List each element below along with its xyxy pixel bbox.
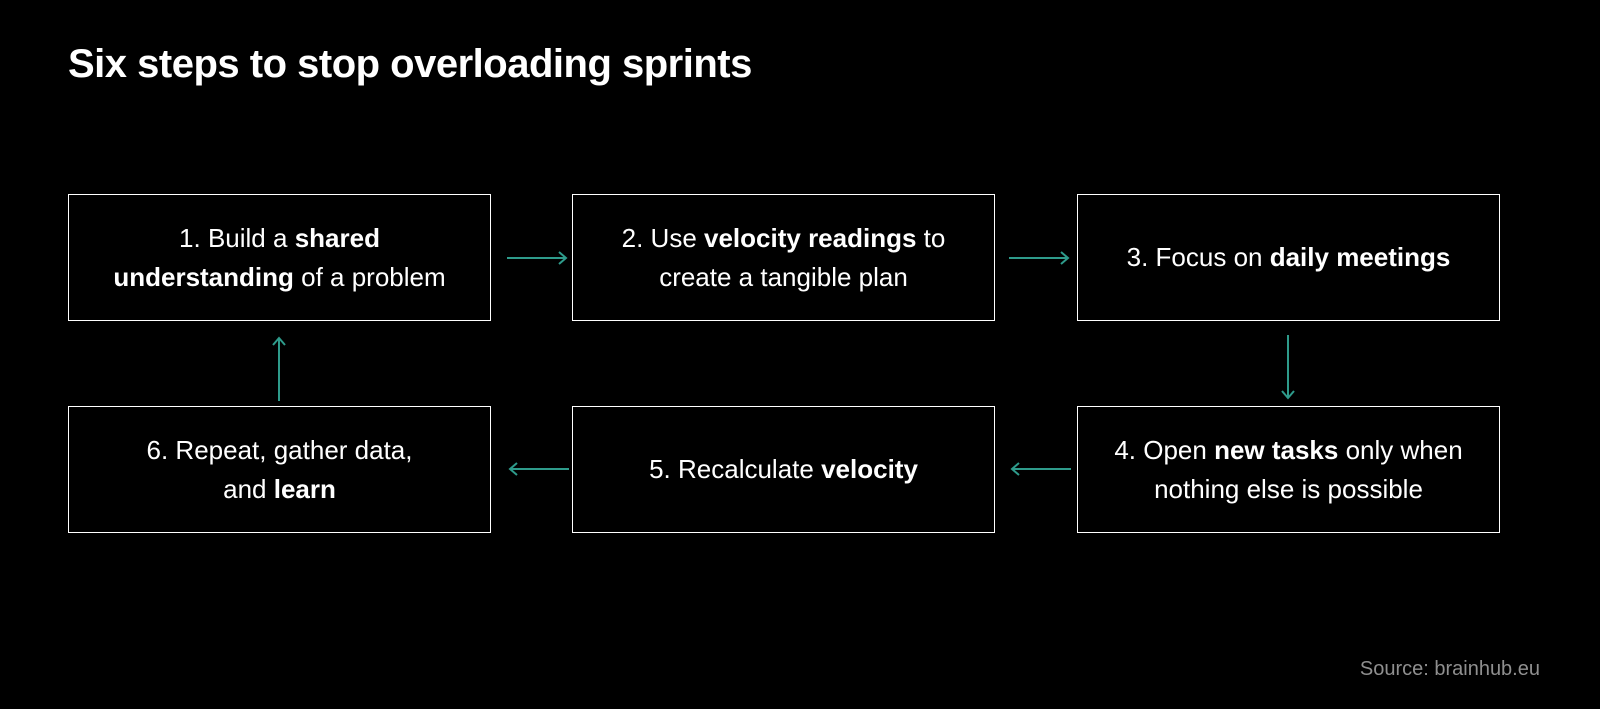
diagram-title: Six steps to stop overloading sprints: [68, 42, 752, 86]
step-text-segment: new tasks: [1214, 434, 1339, 465]
step-text-segment: velocity: [821, 454, 918, 484]
step-text-segment: and: [223, 473, 274, 504]
step-box-4: 4. Open new tasks only when nothing else…: [1077, 406, 1500, 533]
step-text-line: 6. Repeat, gather data,: [147, 431, 413, 470]
step-text-segment: 4. Open: [1114, 434, 1215, 465]
step-text-line: 5. Recalculate velocity: [649, 450, 918, 489]
step-box-1: 1. Build a shared understanding of a pro…: [68, 194, 491, 321]
source-credit: Source: brainhub.eu: [1359, 658, 1540, 680]
step-text-line: 2. Use velocity readings to: [622, 219, 946, 258]
step-text-segment: daily meetings: [1269, 242, 1451, 272]
step-text-segment: shared: [294, 222, 380, 253]
step-text-segment: 5. Recalculate: [649, 454, 822, 484]
arrow-right-icon: [1008, 250, 1072, 266]
step-box-2: 2. Use velocity readings to create a tan…: [572, 194, 995, 321]
step-text-segment: understanding: [113, 261, 294, 292]
step-text-line: nothing else is possible: [1154, 470, 1423, 509]
step-text-segment: 2. Use: [621, 222, 705, 253]
step-text-segment: 3. Focus on: [1126, 242, 1270, 272]
step-text-line: 1. Build a shared: [179, 219, 380, 258]
step-box-3: 3. Focus on daily meetings: [1077, 194, 1500, 321]
step-text-line: understanding of a problem: [113, 258, 445, 297]
step-text-segment: nothing else is possible: [1154, 473, 1423, 504]
step-text-line: 3. Focus on daily meetings: [1127, 238, 1451, 277]
step-text-segment: learn: [273, 473, 336, 504]
step-text-segment: to: [916, 222, 946, 253]
arrow-down-icon: [1280, 334, 1296, 402]
arrow-left-icon: [506, 461, 570, 477]
step-text-segment: only when: [1338, 434, 1463, 465]
step-text-segment: 1. Build a: [179, 222, 295, 253]
step-text-line: create a tangible plan: [659, 258, 908, 297]
step-text-segment: create a tangible plan: [659, 261, 908, 292]
step-box-6: 6. Repeat, gather data, and learn: [68, 406, 491, 533]
step-text-segment: 6. Repeat, gather data,: [146, 434, 413, 465]
arrow-up-icon: [271, 334, 287, 402]
step-text-segment: of a problem: [293, 261, 446, 292]
arrow-right-icon: [506, 250, 570, 266]
step-text-line: and learn: [223, 470, 336, 509]
step-text-segment: velocity readings: [704, 222, 917, 253]
step-box-5: 5. Recalculate velocity: [572, 406, 995, 533]
step-text-line: 4. Open new tasks only when: [1114, 431, 1462, 470]
arrow-left-icon: [1008, 461, 1072, 477]
